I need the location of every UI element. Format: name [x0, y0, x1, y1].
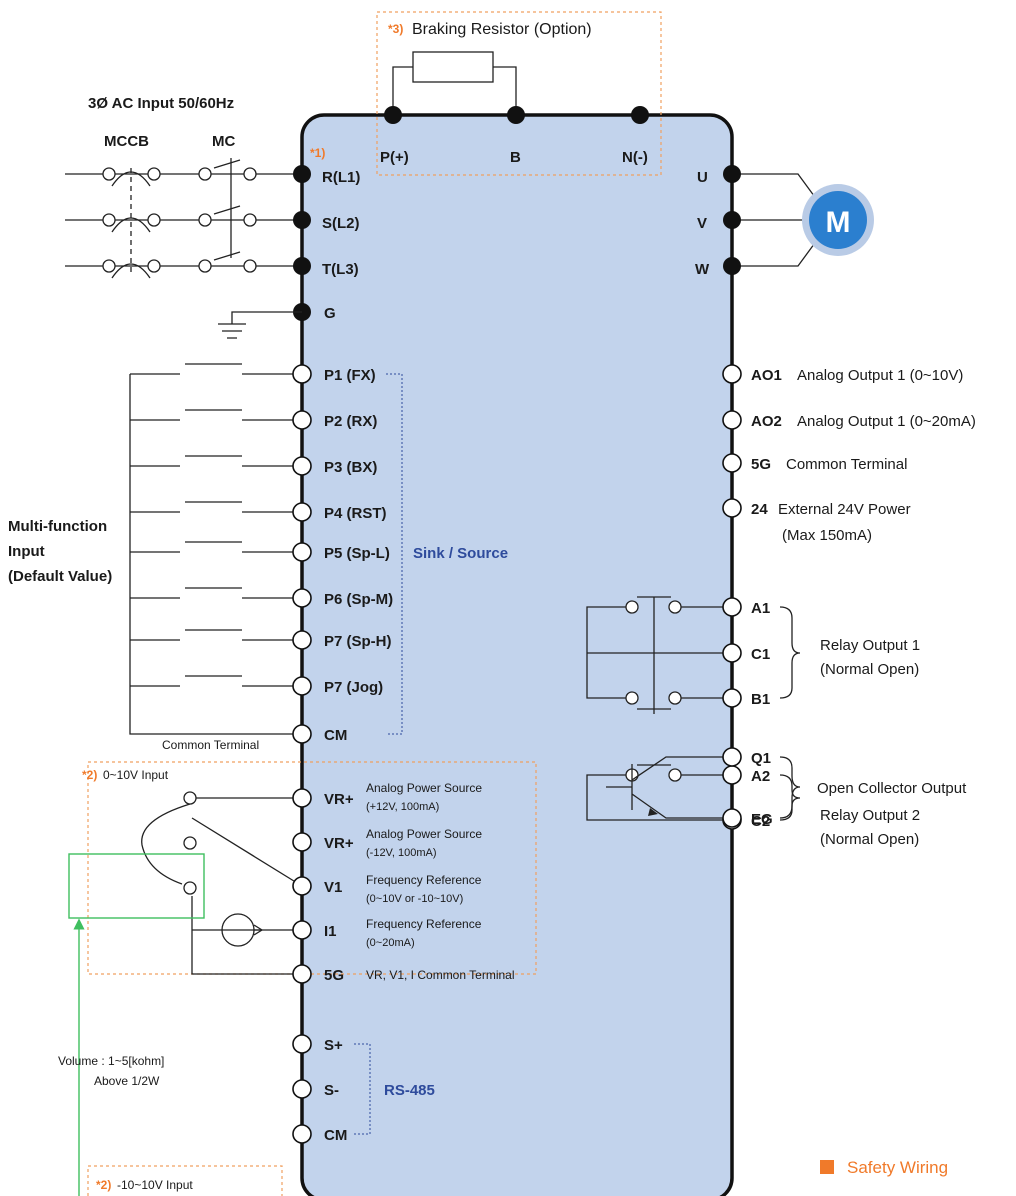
terminal-p1: P1 (FX) [324, 367, 376, 384]
common-terminal-label: Common Terminal [162, 738, 259, 752]
terminal-p-plus: P(+) [380, 149, 409, 166]
inverter-body [300, 113, 734, 1196]
relay2-label-1: Relay Output 2 [820, 807, 920, 824]
relay1-label-2: (Normal Open) [820, 661, 919, 678]
mccb-label: MCCB [104, 133, 149, 150]
i1-desc-1: Frequency Reference [366, 917, 482, 931]
ac-input-wiring [65, 158, 302, 279]
analog-note: *2) [82, 768, 97, 782]
analog-input-box [87, 761, 537, 975]
terminal-p7-jog: P7 (Jog) [324, 679, 383, 696]
braking-resistor-symbol [412, 51, 494, 83]
terminal-r: R(L1) [322, 169, 360, 186]
relay2-label-2: (Normal Open) [820, 831, 919, 848]
terminal-a1: A1 [751, 600, 770, 617]
terminal-p7: P7 (Sp-H) [324, 633, 392, 650]
relay1-label-1: Relay Output 1 [820, 637, 920, 654]
terminal-i1: I1 [324, 923, 337, 940]
terminal-s-minus: S- [324, 1082, 339, 1099]
svg-text:M: M [826, 206, 851, 239]
terminal-v1: V1 [324, 879, 342, 896]
multifunction-label-2: Input [8, 543, 45, 560]
open-collector-label: Open Collector Output [817, 780, 967, 797]
terminal-t: T(L3) [322, 261, 359, 278]
terminal-ao2: AO2 [751, 413, 782, 430]
terminal-p4: P4 (RST) [324, 505, 387, 522]
terminal-p2: P2 (RX) [324, 413, 377, 430]
braking-label: Braking Resistor (Option) [412, 21, 592, 38]
volume-label-2: Above 1/2W [94, 1074, 160, 1088]
terminal-p5: P5 (Sp-L) [324, 545, 390, 562]
vr-plus-desc-1b: (+12V, 100mA) [366, 801, 439, 813]
safety-wiring-legend-swatch [820, 1160, 834, 1174]
terminal-s-plus: S+ [324, 1037, 343, 1054]
terminal-ao1: AO1 [751, 367, 782, 384]
note-1: *1) [310, 146, 325, 160]
multifunction-label-3: (Default Value) [8, 568, 112, 585]
terminal-b: B [510, 149, 521, 166]
potentiometer-box [68, 853, 205, 919]
terminal-cm-rs485: CM [324, 1127, 347, 1144]
vr-plus-desc-2b: (-12V, 100mA) [366, 847, 437, 859]
braking-resistor-box [376, 11, 662, 176]
terminal-u: U [697, 169, 708, 186]
terminal-q1: Q1 [751, 750, 771, 767]
terminal-c2: C2 [751, 813, 770, 830]
terminal-5g-analog: 5G [324, 967, 344, 984]
terminal-p3: P3 (BX) [324, 459, 377, 476]
bottom-note: *2) [96, 1178, 111, 1192]
terminal-5g-out: 5G [751, 456, 771, 473]
terminal-n-minus: N(-) [622, 149, 648, 166]
terminal-g: G [324, 305, 336, 322]
terminal-vr-plus-2: VR+ [324, 835, 354, 852]
5g-out-desc: Common Terminal [786, 456, 907, 473]
v1-desc-1: Frequency Reference [366, 873, 482, 887]
sink-source-label: Sink / Source [413, 545, 508, 562]
multifunction-wiring [129, 363, 302, 735]
multifunction-label-1: Multi-function [8, 518, 107, 535]
mc-label: MC [212, 133, 235, 150]
rs485-label: RS-485 [384, 1082, 435, 1099]
ao2-desc: Analog Output 1 (0~20mA) [797, 413, 976, 430]
analog-input-title: 0~10V Input [103, 768, 169, 782]
motor-icon: M [802, 184, 874, 256]
transistor-icon [606, 756, 801, 819]
terminal-vr-plus-1: VR+ [324, 791, 354, 808]
terminal-w: W [695, 261, 710, 278]
bottom-note-box [87, 1165, 283, 1196]
analog-wiring [141, 791, 303, 975]
terminal-eg: EG [751, 811, 773, 828]
volume-label-1: Volume : 1~5[kohm] [58, 1054, 164, 1068]
terminal-cm: CM [324, 727, 347, 744]
terminal-s: S(L2) [322, 215, 360, 232]
ao1-desc: Analog Output 1 (0~10V) [797, 367, 963, 384]
vr-plus-desc-1: Analog Power Source [366, 781, 482, 795]
terminal-24: 24 [751, 501, 768, 518]
terminal-c1: C1 [751, 646, 770, 663]
terminal-b1: B1 [751, 691, 770, 708]
i1-desc-2: (0~20mA) [366, 937, 415, 949]
safety-wiring-legend-label: Safety Wiring [847, 1158, 948, 1177]
bottom-note-title: -10~10V Input [117, 1178, 193, 1192]
terminal-v: V [697, 215, 707, 232]
24-desc-2: (Max 150mA) [782, 527, 872, 544]
5g-analog-desc: VR, V1, I Common Terminal [366, 968, 515, 982]
24-desc-1: External 24V Power [778, 501, 911, 518]
braking-note: *3) [388, 22, 403, 36]
terminal-p6: P6 (Sp-M) [324, 591, 393, 608]
terminal-a2: A2 [751, 768, 770, 785]
relay1-wiring [586, 596, 801, 714]
v1-desc-2: (0~10V or -10~10V) [366, 893, 463, 905]
ground-icon [218, 311, 302, 339]
vr-plus-desc-2: Analog Power Source [366, 827, 482, 841]
ac-input-title: 3Ø AC Input 50/60Hz [88, 95, 234, 112]
